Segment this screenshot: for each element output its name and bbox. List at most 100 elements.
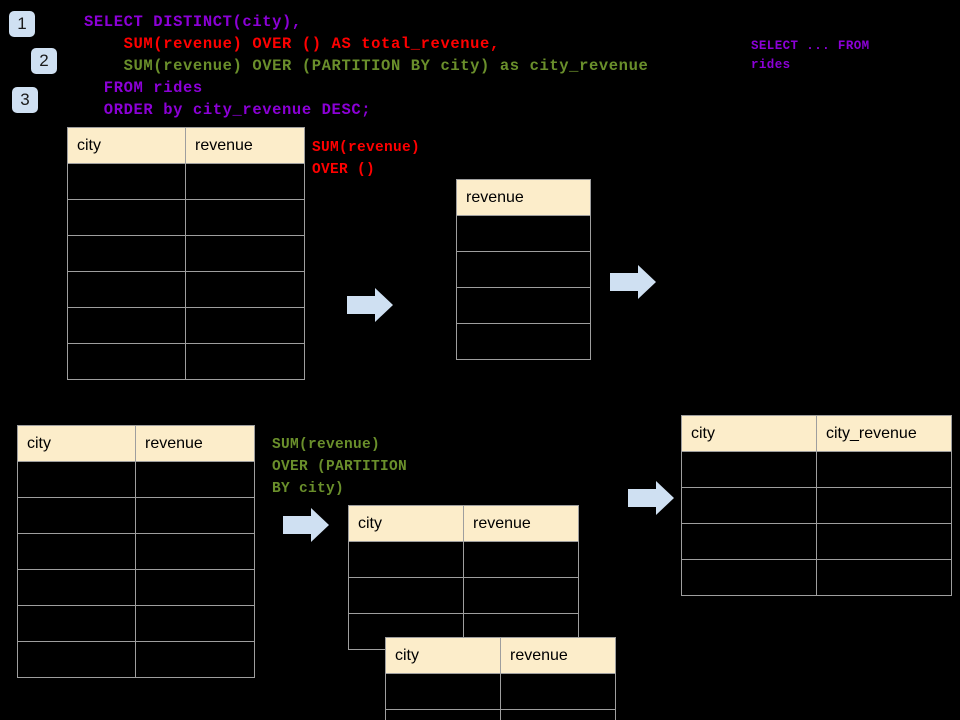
table-row xyxy=(67,235,305,272)
table-partition-front: city revenue xyxy=(385,637,616,720)
cell-revenue xyxy=(135,533,255,570)
cell-city xyxy=(67,163,186,200)
table-row xyxy=(17,461,255,498)
cell-revenue xyxy=(463,541,579,578)
table-row xyxy=(456,215,591,252)
cell-revenue xyxy=(456,323,591,360)
arrow-source-to-revenue xyxy=(347,288,393,327)
column-header-city: city xyxy=(385,637,501,674)
column-header-city: city xyxy=(681,415,817,452)
column-header-city: city xyxy=(17,425,136,462)
table-revenue-single: revenue xyxy=(456,179,591,360)
cell-city-revenue xyxy=(816,487,952,524)
table-row xyxy=(67,271,305,308)
table-header-row: revenue xyxy=(456,179,591,216)
cell-city xyxy=(67,199,186,236)
cell-revenue xyxy=(500,709,616,720)
cell-revenue xyxy=(135,569,255,606)
table-row xyxy=(17,569,255,606)
column-header-city-revenue: city_revenue xyxy=(816,415,952,452)
cell-revenue xyxy=(185,163,305,200)
cell-revenue xyxy=(185,307,305,344)
cell-city xyxy=(67,343,186,380)
cell-city xyxy=(385,709,501,720)
column-header-city: city xyxy=(348,505,464,542)
cell-revenue xyxy=(500,673,616,710)
step-badge-3: 3 xyxy=(12,87,38,113)
sql-line-sum-over-empty: SUM(revenue) OVER () AS total_revenue, xyxy=(84,35,500,53)
arrow-revenue-to-result xyxy=(610,265,656,304)
cell-revenue xyxy=(463,577,579,614)
table-row xyxy=(681,451,952,488)
cell-city xyxy=(348,541,464,578)
cell-revenue xyxy=(185,271,305,308)
cell-revenue xyxy=(185,343,305,380)
table-row xyxy=(17,605,255,642)
sql-line-order-by: ORDER by city_revenue DESC; xyxy=(84,101,372,119)
step-badge-2: 2 xyxy=(31,48,57,74)
cell-city xyxy=(17,641,136,678)
column-header-revenue: revenue xyxy=(185,127,305,164)
sql-side-note: SELECT ... FROM rides xyxy=(751,39,878,72)
table-row xyxy=(681,523,952,560)
table-row xyxy=(17,641,255,678)
step-badge-1: 1 xyxy=(9,11,35,37)
cell-city-revenue xyxy=(816,523,952,560)
annotation-over-empty: SUM(revenue) OVER () xyxy=(312,140,421,178)
annotation-over-partition: SUM(revenue) OVER (PARTITION BY city) xyxy=(272,437,408,497)
cell-city xyxy=(348,577,464,614)
column-header-revenue: revenue xyxy=(135,425,255,462)
column-header-city: city xyxy=(67,127,186,164)
table-header-row: city revenue xyxy=(67,127,305,164)
table-header-row: city revenue xyxy=(348,505,579,542)
cell-city xyxy=(681,487,817,524)
table-row xyxy=(67,307,305,344)
cell-city xyxy=(17,497,136,534)
table-header-row: city revenue xyxy=(385,637,616,674)
table-header-row: city city_revenue xyxy=(681,415,952,452)
cell-city xyxy=(17,605,136,642)
sql-line-select: SELECT DISTINCT(city), xyxy=(84,13,302,31)
cell-city-revenue xyxy=(816,451,952,488)
cell-city xyxy=(681,559,817,596)
table-result: city city_revenue xyxy=(681,415,952,596)
arrow-source-to-partition xyxy=(283,508,329,547)
table-row xyxy=(348,541,579,578)
cell-revenue xyxy=(185,199,305,236)
table-row xyxy=(681,487,952,524)
table-row xyxy=(456,323,591,360)
cell-revenue xyxy=(135,461,255,498)
table-row xyxy=(456,287,591,324)
table-source-top: city revenue xyxy=(67,127,305,380)
table-header-row: city revenue xyxy=(17,425,255,462)
table-row xyxy=(17,497,255,534)
cell-city xyxy=(17,533,136,570)
cell-revenue xyxy=(135,641,255,678)
cell-revenue xyxy=(456,215,591,252)
table-row xyxy=(456,251,591,288)
cell-city xyxy=(67,235,186,272)
table-row xyxy=(681,559,952,596)
table-row xyxy=(67,199,305,236)
sql-line-from: FROM rides xyxy=(84,79,203,97)
cell-revenue xyxy=(135,497,255,534)
table-source-bottom: city revenue xyxy=(17,425,255,678)
cell-revenue xyxy=(456,251,591,288)
table-row xyxy=(385,709,616,720)
cell-city xyxy=(385,673,501,710)
cell-city-revenue xyxy=(816,559,952,596)
cell-revenue xyxy=(135,605,255,642)
table-row xyxy=(348,577,579,614)
arrow-partition-to-result xyxy=(628,481,674,520)
column-header-revenue: revenue xyxy=(456,179,591,216)
cell-city xyxy=(67,271,186,308)
cell-city xyxy=(681,451,817,488)
cell-city xyxy=(17,569,136,606)
cell-revenue xyxy=(185,235,305,272)
table-partition-back: city revenue xyxy=(348,505,579,650)
cell-city xyxy=(17,461,136,498)
table-row xyxy=(67,343,305,380)
column-header-revenue: revenue xyxy=(463,505,579,542)
table-row xyxy=(67,163,305,200)
